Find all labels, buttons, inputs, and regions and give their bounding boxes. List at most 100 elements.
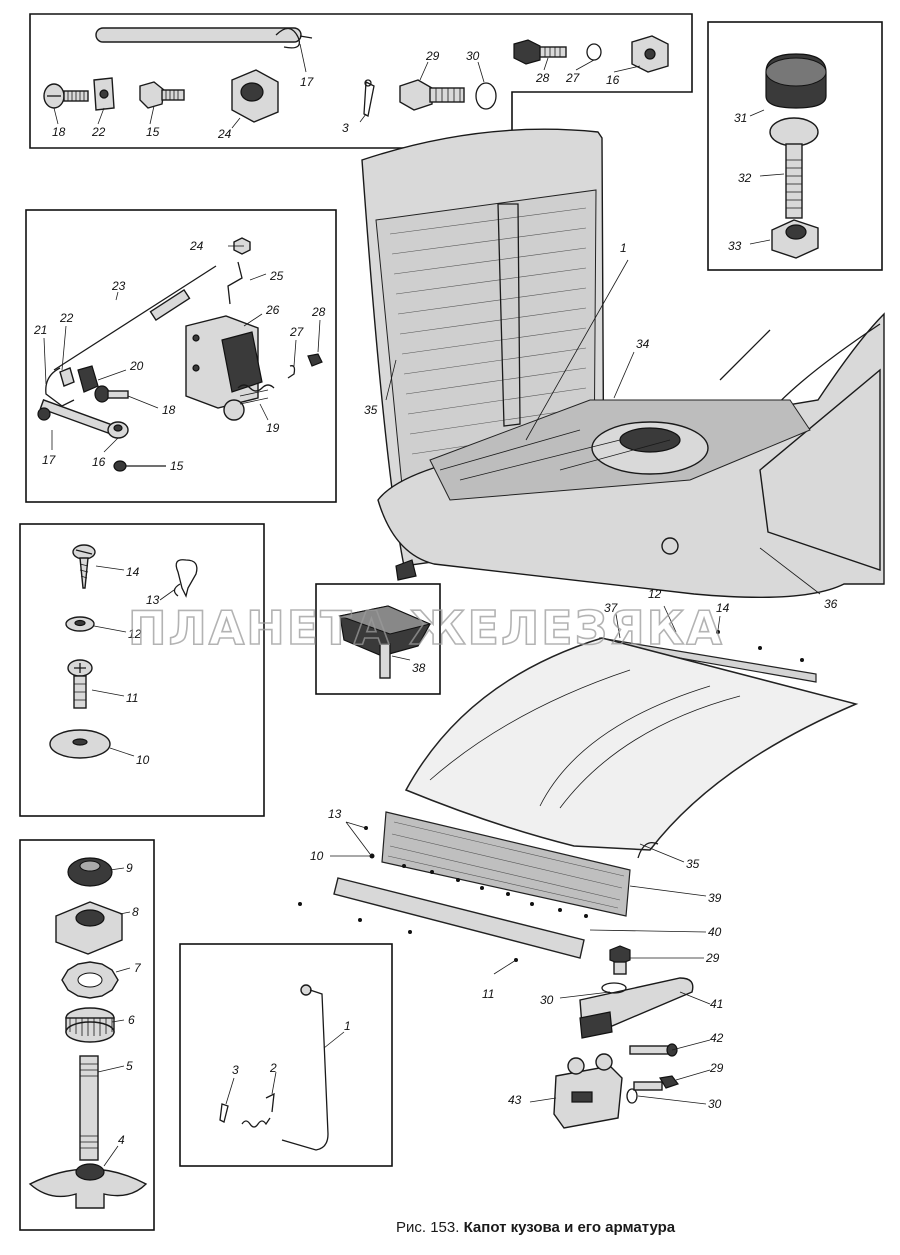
callout-28-lock: 28 bbox=[311, 305, 326, 319]
callout-20: 20 bbox=[129, 359, 144, 373]
callout-15-lock: 15 bbox=[170, 459, 184, 473]
callout-17: 17 bbox=[300, 75, 315, 89]
callout-32: 32 bbox=[738, 171, 752, 185]
exploded-hood-view: 37 12 14 13 10 35 39 40 29 11 30 41 42 2… bbox=[298, 587, 859, 1129]
knurled-nut-6 bbox=[65, 1007, 115, 1043]
callout-41: 41 bbox=[710, 997, 723, 1011]
handle-box: 9 8 7 6 5 4 bbox=[19, 839, 155, 1231]
washer-30-hinge bbox=[626, 1088, 638, 1104]
lock-body-26 bbox=[185, 315, 269, 421]
callout-18-lock: 18 bbox=[162, 403, 176, 417]
nut-8 bbox=[55, 901, 123, 955]
bolt-42 bbox=[629, 1043, 678, 1057]
callout-5: 5 bbox=[126, 1059, 133, 1073]
pin-17-lock bbox=[37, 399, 113, 434]
hook-25 bbox=[227, 261, 243, 305]
callout-18: 18 bbox=[52, 125, 66, 139]
stud-5 bbox=[79, 1055, 99, 1161]
top-box-leaders bbox=[53, 43, 641, 129]
t-handle-4 bbox=[28, 1163, 148, 1209]
bolt-29 bbox=[399, 79, 465, 111]
nut-16-lock bbox=[107, 421, 129, 439]
callout-12-main: 12 bbox=[648, 587, 662, 601]
bolt-29-hinge-top bbox=[609, 945, 631, 975]
spring-2 bbox=[241, 1092, 275, 1128]
callout-15: 15 bbox=[146, 125, 160, 139]
callout-14-main: 14 bbox=[716, 601, 730, 615]
callout-39: 39 bbox=[708, 891, 722, 905]
rubber-cap-31 bbox=[765, 53, 827, 109]
washer-30 bbox=[475, 82, 497, 110]
callout-25: 25 bbox=[269, 269, 284, 283]
hinge-bracket-43 bbox=[553, 1053, 623, 1129]
callout-27-lock: 27 bbox=[289, 325, 305, 339]
hinge-41 bbox=[579, 977, 694, 1039]
clip-13 bbox=[173, 559, 198, 598]
callout-35-lower: 35 bbox=[686, 857, 700, 871]
callout-26: 26 bbox=[265, 303, 280, 317]
callout-1-rod: 1 bbox=[344, 1019, 351, 1033]
bolt-28 bbox=[513, 39, 567, 65]
clamp-20 bbox=[77, 365, 99, 393]
callout-1-main: 1 bbox=[620, 241, 627, 255]
adjuster-bolt-box: 31 32 33 bbox=[707, 21, 883, 271]
callout-24: 24 bbox=[217, 127, 232, 141]
callout-3-rod: 3 bbox=[232, 1063, 239, 1077]
engine-bay bbox=[429, 399, 811, 501]
callout-22: 22 bbox=[91, 125, 106, 139]
callout-30-hinge: 30 bbox=[708, 1097, 722, 1111]
callout-4: 4 bbox=[118, 1133, 125, 1147]
callout-3: 3 bbox=[342, 121, 349, 135]
callout-10: 10 bbox=[136, 753, 150, 767]
figure-number: Рис. 153. bbox=[396, 1219, 460, 1236]
insulation-39 bbox=[387, 821, 625, 909]
bracket-22 bbox=[59, 367, 75, 387]
bolt-28-lock bbox=[307, 353, 323, 367]
callout-35-upper: 35 bbox=[364, 403, 378, 417]
callout-8: 8 bbox=[132, 905, 139, 919]
bolt-15 bbox=[139, 81, 185, 109]
callout-38: 38 bbox=[412, 661, 426, 675]
nut-33 bbox=[771, 219, 819, 259]
top-hardware-box: 17 18 22 15 24 3 29 30 28 27 16 bbox=[29, 13, 693, 149]
callout-12: 12 bbox=[128, 627, 142, 641]
prop-rod-box: 1 3 2 bbox=[179, 943, 393, 1167]
rubber-9 bbox=[67, 857, 113, 887]
cotter-pin-3 bbox=[363, 79, 375, 117]
bolt-32 bbox=[769, 117, 819, 219]
callout-9: 9 bbox=[126, 861, 133, 875]
hex-nut-24 bbox=[231, 69, 279, 123]
car-open-hood-view: 1 34 35 36 bbox=[361, 128, 885, 611]
callout-37: 37 bbox=[604, 601, 619, 615]
callout-36: 36 bbox=[824, 597, 838, 611]
fastener-box: 14 13 12 11 10 bbox=[19, 523, 265, 817]
hood-insulation bbox=[389, 207, 587, 455]
cable-23 bbox=[45, 265, 217, 407]
callout-2: 2 bbox=[269, 1061, 277, 1075]
prop-rod-1 bbox=[281, 984, 329, 1151]
figure-title: Капот кузова и его арматура bbox=[463, 1219, 676, 1236]
callout-40: 40 bbox=[708, 925, 722, 939]
callout-7: 7 bbox=[134, 961, 142, 975]
callout-23: 23 bbox=[111, 279, 126, 293]
bolt-15-lock bbox=[113, 460, 166, 472]
callout-22-lock: 22 bbox=[59, 311, 74, 325]
washer-27 bbox=[586, 43, 602, 61]
square-nut-22 bbox=[93, 77, 115, 111]
bumper-box: 38 bbox=[315, 583, 441, 695]
callout-29: 29 bbox=[425, 49, 440, 63]
callout-24-lock: 24 bbox=[189, 239, 204, 253]
callout-13: 13 bbox=[146, 593, 160, 607]
screw-11 bbox=[67, 659, 93, 709]
washer-12 bbox=[65, 616, 95, 632]
pin-27 bbox=[287, 365, 296, 379]
callout-11-main: 11 bbox=[482, 987, 494, 1001]
callout-13-main: 13 bbox=[328, 807, 342, 821]
screw-18-lock bbox=[94, 385, 129, 403]
callout-29-main: 29 bbox=[705, 951, 720, 965]
nut-16 bbox=[631, 35, 669, 73]
callout-43: 43 bbox=[508, 1093, 522, 1107]
figure-caption: Рис. 153. Капот кузова и его арматура bbox=[396, 1219, 675, 1236]
callout-10-main: 10 bbox=[310, 849, 324, 863]
